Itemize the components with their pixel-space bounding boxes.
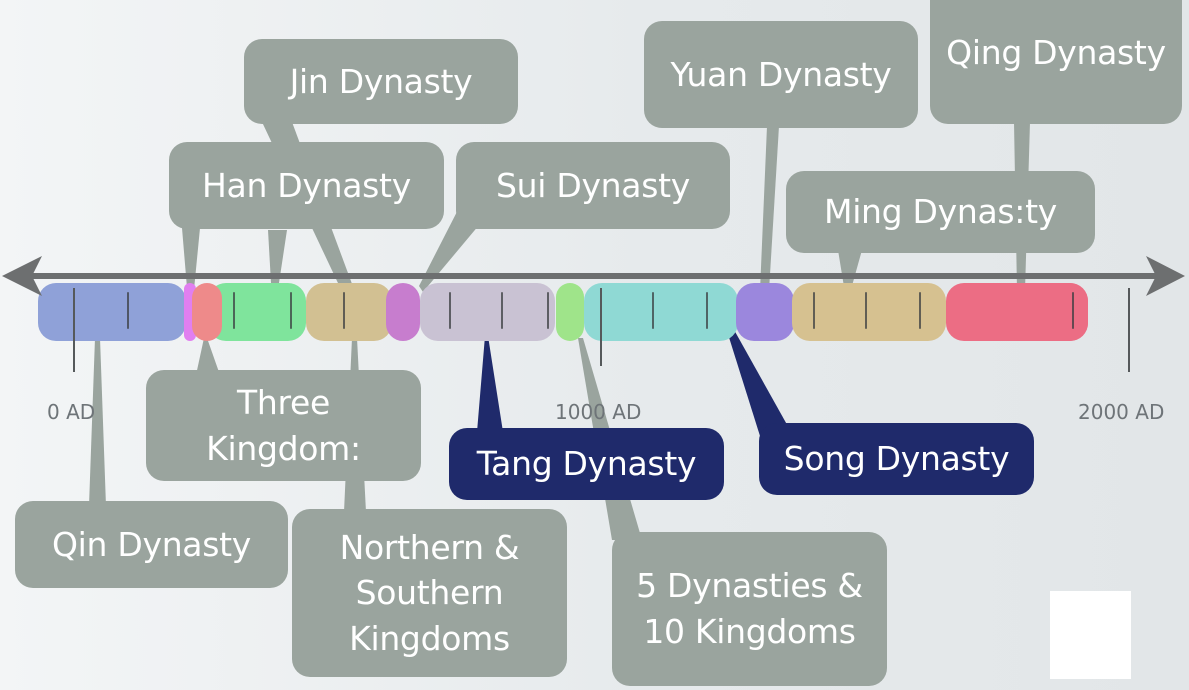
- axis-arrow-left: [2, 256, 42, 296]
- label-jin-dynasty: Jin Dynasty: [244, 39, 518, 124]
- label-ming-dynasty: Ming Dynas:ty: [786, 171, 1095, 253]
- pointer-three-kingdoms: [196, 338, 220, 375]
- pointer-song-dynasty: [727, 328, 790, 436]
- period-bar-han-dynasty: [208, 283, 306, 341]
- period-bar-three-kingdoms: [192, 283, 222, 341]
- label-tang-dynasty: Tang Dynasty: [449, 428, 724, 500]
- pointer-han-dynasty: [268, 230, 287, 283]
- label-qing-dynasty: Qing Dynasty: [930, 0, 1182, 124]
- label-han-dynasty: Han Dynasty: [169, 142, 444, 229]
- axis-label-1000-ad: 1000 AD: [555, 400, 642, 424]
- axis-label-0-ad: 0 AD: [47, 400, 96, 424]
- period-bar-tang-dynasty: [556, 283, 584, 341]
- period-bar-qing-dynasty: [1035, 283, 1088, 341]
- period-bar-yuan-dynasty: [792, 283, 946, 341]
- period-bar-song-dynasty: [736, 283, 794, 341]
- label-yuan-dynasty: Yuan Dynasty: [644, 21, 918, 128]
- period-bar-qin-dynasty: [38, 283, 186, 341]
- label-three-kingdoms: Three Kingdom:: [146, 370, 421, 481]
- white-box: [1050, 591, 1131, 679]
- label-qin-dynasty: Qin Dynasty: [15, 501, 288, 588]
- pointer-yuan-dynasty: [760, 126, 779, 291]
- period-bar-5-dynasties-10-kingdoms: [584, 283, 738, 341]
- axis-arrow-right: [1146, 256, 1185, 296]
- axis-label-2000-ad: 2000 AD: [1078, 400, 1165, 424]
- period-bar-sui-dynasty: [420, 283, 555, 341]
- pointer-ming-dynasty: [838, 250, 862, 293]
- period-bar-jin-dynasty: [306, 283, 392, 341]
- label-five-dynasties-ten-kingdoms: 5 Dynasties & 10 Kingdoms: [612, 532, 887, 686]
- label-sui-dynasty: Sui Dynasty: [456, 142, 730, 229]
- pointer-han-left: [182, 228, 200, 300]
- period-bar-northern-southern-kingdoms: [386, 283, 420, 341]
- pointer-tang-dynasty: [477, 336, 503, 432]
- label-song-dynasty: Song Dynasty: [759, 423, 1034, 495]
- pointer-qin-dynasty: [89, 338, 106, 506]
- label-northern-southern-kingdoms: Northern & Southern Kingdoms: [292, 509, 567, 677]
